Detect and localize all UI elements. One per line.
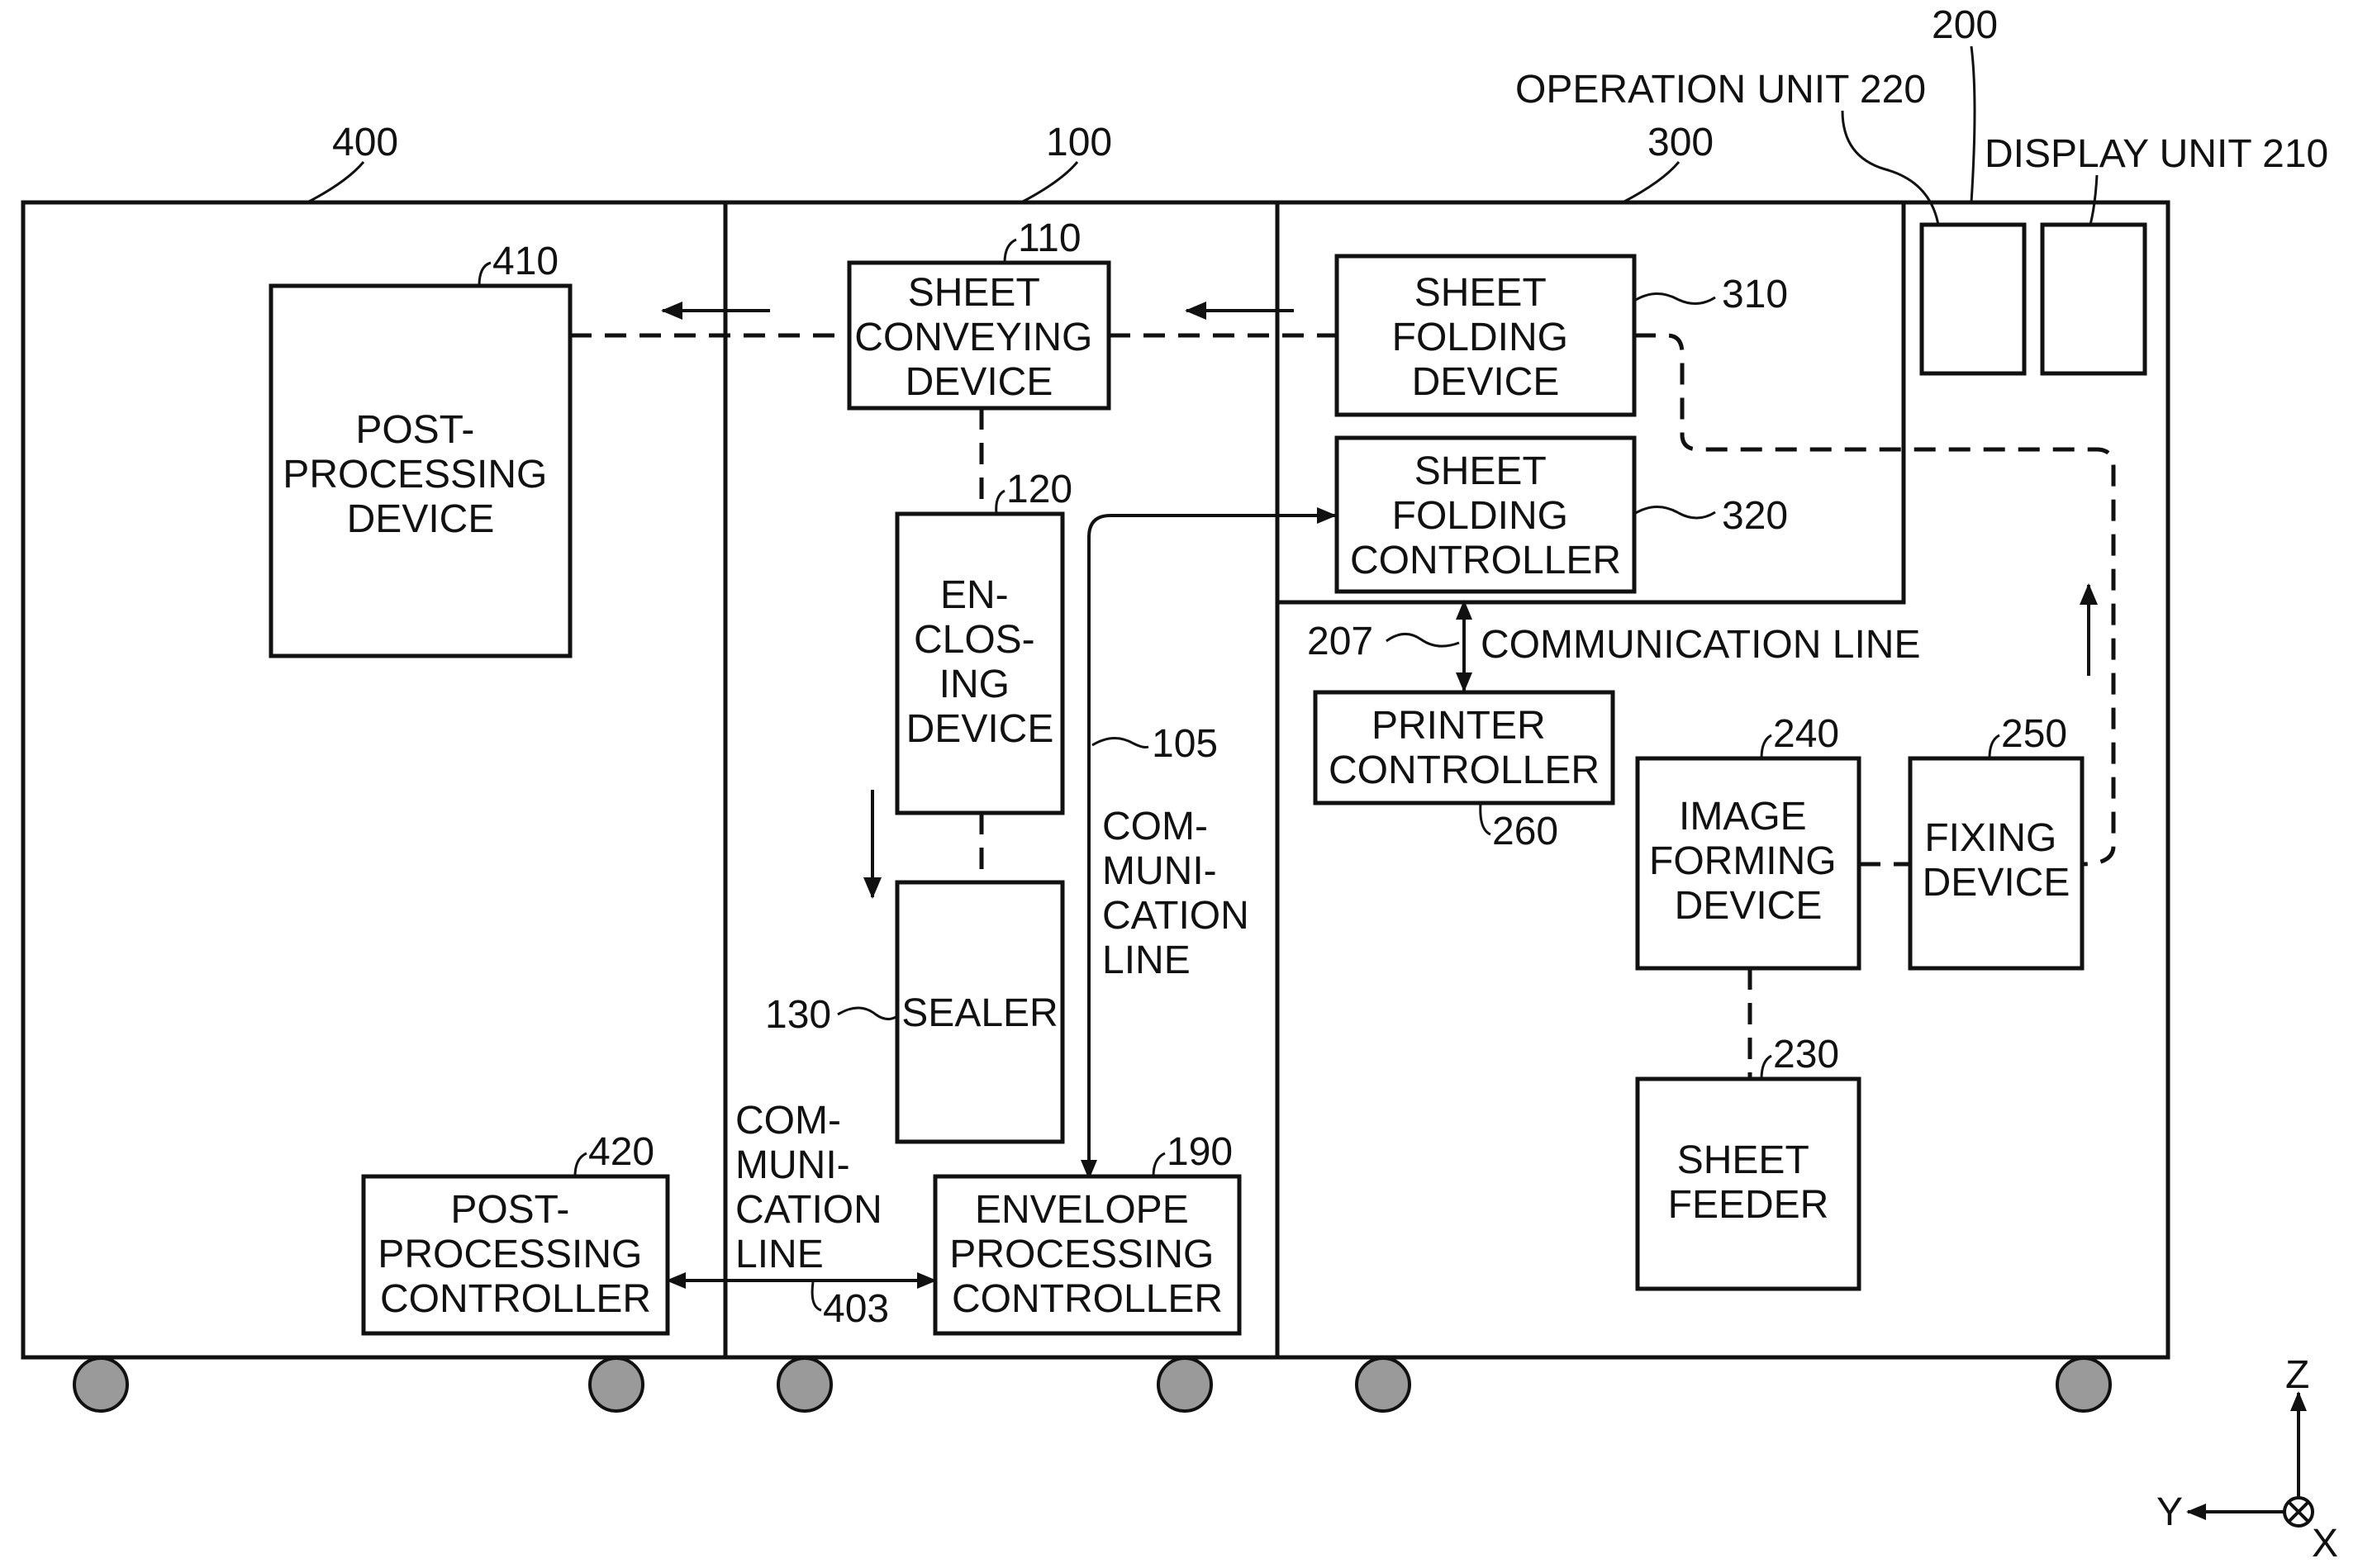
operation-unit-label: OPERATION UNIT 220 xyxy=(1515,68,1926,112)
wheel xyxy=(1158,1358,1211,1411)
wheel xyxy=(74,1358,127,1411)
fixing-device-label: FIXING DEVICE xyxy=(1923,816,2070,905)
envelope-processing-controller-label: ENVELOPE PROCESSING CONTROLLER xyxy=(949,1188,1224,1321)
unit-300-ref: 300 xyxy=(1647,121,1714,164)
ref-420: 420 xyxy=(588,1130,654,1174)
ref-403: 403 xyxy=(823,1287,889,1331)
ref-260: 260 xyxy=(1492,810,1558,853)
comm-line-403-label: COM- MUNI- CATION LINE xyxy=(735,1099,893,1276)
z-axis-label: Z xyxy=(2285,1353,2309,1397)
sheet-feeder-label: SHEET FEEDER xyxy=(1668,1138,1829,1227)
ref-207: 207 xyxy=(1307,620,1373,663)
display-unit-label: DISPLAY UNIT 210 xyxy=(1985,132,2328,176)
image-forming-device-label: IMAGE FORMING DEVICE xyxy=(1649,795,1847,928)
ref-240: 240 xyxy=(1773,712,1839,756)
unit-100-ref: 100 xyxy=(1046,121,1112,164)
ref-230: 230 xyxy=(1773,1033,1839,1076)
comm-line-105-label: COM- MUNI- CATION LINE xyxy=(1102,805,1260,982)
wheel xyxy=(590,1358,643,1411)
axis-indicator: Z Y X xyxy=(2156,1353,2338,1566)
wheels xyxy=(74,1358,2110,1411)
ref-250: 250 xyxy=(2001,712,2067,756)
sealer-label: SEALER xyxy=(901,991,1058,1035)
sheet-folding-device-label: SHEET FOLDING DEVICE xyxy=(1392,271,1580,404)
wheel xyxy=(2057,1358,2110,1411)
ref-310: 310 xyxy=(1722,273,1788,316)
ref-190: 190 xyxy=(1167,1130,1233,1174)
unit-400-ref: 400 xyxy=(332,121,398,164)
wheel xyxy=(778,1358,831,1411)
ref-120: 120 xyxy=(1006,468,1072,511)
y-axis-label: Y xyxy=(2156,1490,2183,1534)
wheel xyxy=(1357,1358,1410,1411)
operation-unit-panel xyxy=(1922,225,2024,373)
display-unit-panel xyxy=(2042,225,2145,373)
ref-410: 410 xyxy=(492,240,559,283)
comm-line-207-label: COMMUNICATION LINE xyxy=(1481,623,1920,667)
ref-320: 320 xyxy=(1722,494,1788,538)
ref-105: 105 xyxy=(1152,722,1218,766)
ref-110: 110 xyxy=(1018,216,1082,260)
unit-200-ref: 200 xyxy=(1932,3,1998,47)
ref-130: 130 xyxy=(765,993,831,1037)
x-axis-label: X xyxy=(2312,1522,2338,1566)
